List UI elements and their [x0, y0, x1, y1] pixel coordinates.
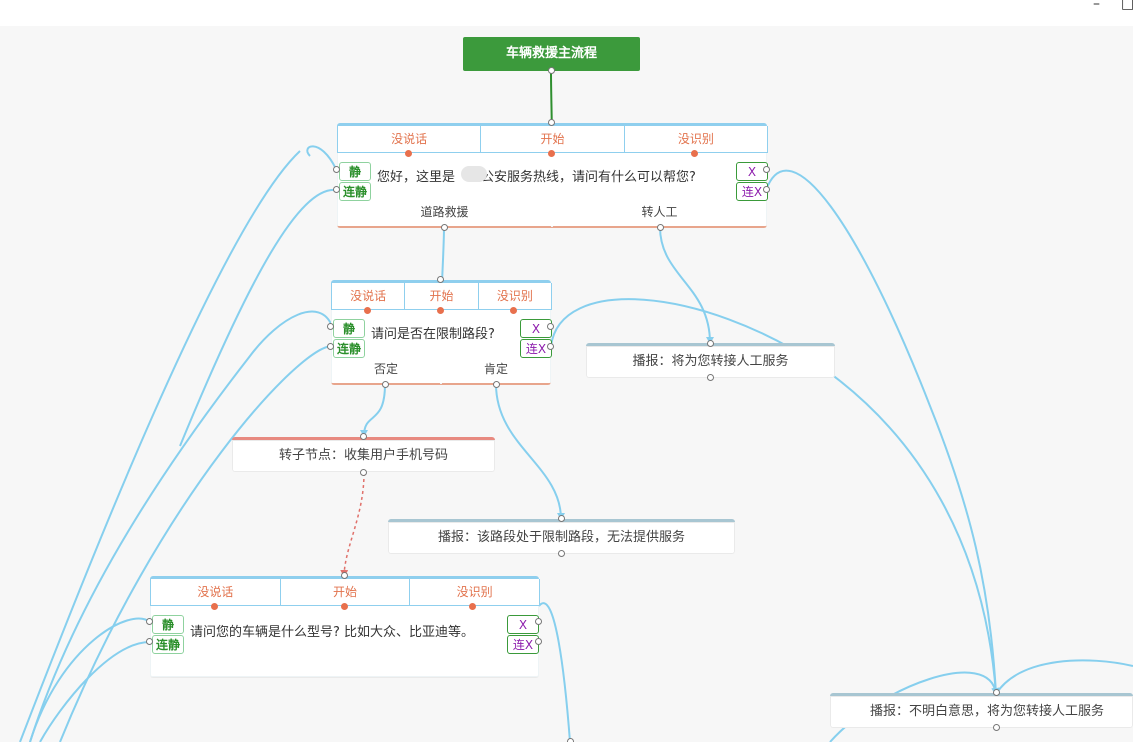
question-node-1[interactable]: 没说话 开始 没识别 静 连静 您好，这里是公安服务热线，请问有什么可以帮您? … — [337, 123, 768, 228]
q3-tab-silence[interactable]: 没说话 — [150, 579, 281, 606]
info1-text: 播报：将为您转接人工服务 — [632, 354, 789, 369]
q2-cont-fail-out-port[interactable] — [547, 343, 554, 350]
q2-tab-silence[interactable]: 没说话 — [331, 283, 406, 310]
minimize-icon[interactable]: – — [1093, 0, 1100, 12]
sub1-text: 转子节点：收集用户手机号码 — [278, 448, 448, 463]
q3-silence-badge[interactable]: 静 — [152, 615, 184, 634]
subflow-node-collect-phone[interactable]: 转子节点：收集用户手机号码 — [232, 437, 495, 472]
q1-tab-start[interactable]: 开始 — [480, 126, 625, 153]
q2-fail-out-port[interactable] — [547, 323, 554, 330]
wire-q2-sub1 — [360, 383, 386, 437]
q1-cont-fail-badge[interactable]: 连X — [736, 182, 768, 201]
q1-prompt-part1: 您好，这里是 — [377, 170, 456, 185]
broadcast-node-transfer[interactable]: 播报：将为您转接人工服务 — [586, 343, 835, 378]
wire-q3-left2 — [39, 641, 151, 742]
maximize-icon[interactable]: □ — [1121, 0, 1133, 12]
q2-event-tabs: 没说话 开始 没识别 — [331, 283, 552, 310]
q1-road-rescue-out-port[interactable] — [441, 224, 448, 231]
q3-unrecognized-port[interactable] — [469, 603, 476, 610]
info2-out-port[interactable] — [558, 550, 565, 557]
sub1-out-port[interactable] — [360, 469, 367, 476]
q2-unrecognized-port[interactable] — [510, 307, 517, 314]
q1-start-port[interactable] — [548, 150, 555, 157]
q2-cont-silence-badge[interactable]: 连静 — [333, 339, 365, 358]
q1-event-tabs: 没说话 开始 没识别 — [337, 126, 768, 153]
info1-out-port[interactable] — [707, 374, 714, 381]
q3-cont-silence-badge[interactable]: 连静 — [152, 635, 184, 654]
wire-q2-loop-left — [29, 310, 333, 742]
q1-in-port[interactable] — [548, 119, 555, 126]
q3-event-tabs: 没说话 开始 没识别 — [150, 579, 541, 606]
q3-prompt: 请问您的车辆是什么型号? 比如大众、比亚迪等。 — [190, 625, 475, 640]
q2-branches: 否定 肯定 — [331, 358, 551, 384]
q1-transfer-out-port[interactable] — [657, 224, 664, 231]
q2-cont-fail-badge[interactable]: 连X — [520, 339, 552, 358]
wire-q1-left-far2 — [179, 188, 337, 447]
q3-cont-fail-badge[interactable]: 连X — [507, 635, 539, 654]
q2-silence-out-port[interactable] — [327, 323, 334, 330]
start-out-port[interactable] — [548, 67, 555, 74]
q3-tab-unrecognized[interactable]: 没识别 — [409, 579, 541, 606]
window-titlebar: – □ — [0, 0, 1133, 26]
q2-tab-start[interactable]: 开始 — [404, 283, 479, 310]
q3-fail-badge[interactable]: X — [507, 615, 539, 634]
q1-silence-out-port[interactable] — [333, 166, 340, 173]
q2-silence-badge[interactable]: 静 — [333, 319, 365, 338]
q1-silence-badge[interactable]: 静 — [339, 162, 371, 181]
sub1-in-port[interactable] — [360, 433, 367, 440]
q2-cont-silence-out-port[interactable] — [327, 343, 334, 350]
q3-start-port[interactable] — [341, 603, 348, 610]
q1-prompt-part2: 公安服务热线，请问有什么可以帮您? — [481, 170, 696, 185]
q1-cont-silence-out-port[interactable] — [333, 186, 340, 193]
q1-tab-unrecognized[interactable]: 没识别 — [623, 126, 768, 153]
q2-start-port[interactable] — [437, 307, 444, 314]
q3-fail-out-port[interactable] — [535, 618, 542, 625]
wire-sub1-q3 — [340, 472, 365, 577]
q3-tab-start[interactable]: 开始 — [279, 579, 411, 606]
q1-cont-fail-out-port[interactable] — [763, 186, 770, 193]
q3-in-port[interactable] — [341, 572, 348, 579]
wire-q3-right — [538, 602, 571, 742]
start-node[interactable]: 车辆救援主流程 — [463, 37, 640, 71]
info3-out-port[interactable] — [993, 724, 1000, 731]
q2-in-port[interactable] — [437, 276, 444, 283]
q2-tab-unrecognized[interactable]: 没识别 — [477, 283, 552, 310]
broadcast-node-restricted[interactable]: 播报：该路段处于限制路段，无法提供服务 — [388, 519, 735, 554]
flow-canvas[interactable]: 车辆救援主流程 没说话 开始 没识别 静 连静 您好，这里是 公安服务热线，请问有… — [0, 26, 1133, 742]
info1-in-port[interactable] — [707, 340, 714, 347]
q3-cont-fail-out-port[interactable] — [535, 638, 542, 645]
wire-q1-left-far — [19, 150, 301, 742]
q2-prompt: 请问是否在限制路段? — [371, 327, 495, 342]
question-node-2[interactable]: 没说话 开始 没识别 静 连静 请问是否在限制路段? X 连X 否定 肯定 — [331, 280, 552, 385]
info2-text: 播报：该路段处于限制路段，无法提供服务 — [437, 530, 685, 545]
info3-in-port[interactable] — [993, 689, 1000, 696]
q1-branches: 道路救援 转人工 — [337, 201, 767, 227]
offscreen-node-port[interactable] — [567, 738, 574, 742]
q1-unrecognized-port[interactable] — [691, 150, 698, 157]
q1-tab-silence[interactable]: 没说话 — [337, 126, 482, 153]
q3-silence-out-port[interactable] — [146, 618, 153, 625]
question-node-3[interactable]: 没说话 开始 没识别 静 连静 请问您的车辆是什么型号? 比如大众、比亚迪等。 … — [150, 576, 541, 678]
wire-q2-info2 — [495, 383, 565, 520]
q2-negative-out-port[interactable] — [382, 381, 389, 388]
broadcast-node-not-understood[interactable]: 播报：不明白意思，将为您转接人工服务 — [830, 693, 1133, 728]
info2-in-port[interactable] — [558, 515, 565, 522]
redacted-blur — [461, 166, 487, 182]
wire-q2-left2 — [59, 345, 333, 742]
q1-prompt: 您好，这里是 公安服务热线，请问有什么可以帮您? — [377, 166, 696, 185]
wire-info3-in2 — [995, 659, 1133, 695]
q1-fail-out-port[interactable] — [763, 166, 770, 173]
wire-q3-loop-left — [29, 617, 151, 742]
q2-silence-port[interactable] — [364, 307, 371, 314]
wire-q1-loop-left — [306, 145, 337, 170]
q2-positive-out-port[interactable] — [493, 381, 500, 388]
wire-q1-info1 — [659, 226, 714, 344]
q3-cont-silence-out-port[interactable] — [146, 638, 153, 645]
start-node-title: 车辆救援主流程 — [505, 46, 597, 61]
q1-cont-silence-badge[interactable]: 连静 — [339, 182, 371, 201]
q3-silence-port[interactable] — [211, 603, 218, 610]
q1-silence-port[interactable] — [405, 150, 412, 157]
info3-text: 播报：不明白意思，将为您转接人工服务 — [870, 704, 1105, 719]
wire-q1-right-far — [765, 169, 1000, 695]
